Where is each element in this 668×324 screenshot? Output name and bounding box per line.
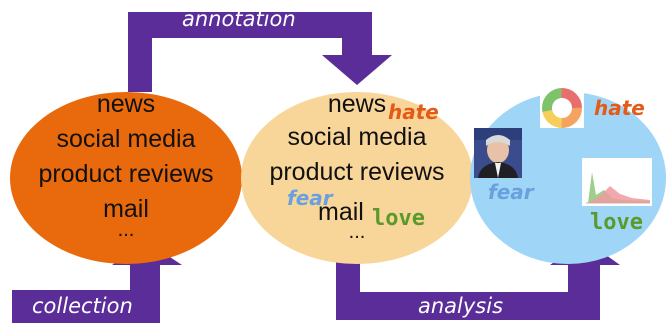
annotated-source-news: news xyxy=(327,90,387,118)
hate-tag: hate xyxy=(388,100,439,124)
analysis-label: analysis xyxy=(418,294,504,318)
raw-source-ellipsis: ... xyxy=(117,219,135,241)
annotated-source-product-reviews: product reviews xyxy=(269,158,445,186)
annotated-source-mail: mail xyxy=(318,198,364,226)
donut-chart-icon xyxy=(540,88,584,128)
annotated-source-social-media: social media xyxy=(287,123,427,151)
fear-tag: fear xyxy=(287,186,333,210)
analysis-hate-label: hate xyxy=(594,96,645,120)
raw-source-product-reviews: product reviews xyxy=(38,160,214,188)
annotation-arrow xyxy=(128,12,392,92)
analysis-love-label: love xyxy=(590,210,643,235)
annotated-source-ellipsis: ... xyxy=(348,221,366,243)
raw-source-news: news xyxy=(96,90,156,118)
love-tag: love xyxy=(372,206,425,231)
analysis-fear-label: fear xyxy=(488,180,534,204)
collection-ellipse xyxy=(10,92,242,264)
raw-source-mail: mail xyxy=(103,195,149,223)
annotation-label: annotation xyxy=(182,7,296,31)
analysis-arrow xyxy=(336,237,620,320)
raw-source-social-media: social media xyxy=(56,125,196,153)
annotation-ellipse xyxy=(241,92,473,264)
portrait-photo-icon xyxy=(474,128,522,178)
collection-label: collection xyxy=(32,294,133,318)
area-chart-icon xyxy=(582,158,652,206)
